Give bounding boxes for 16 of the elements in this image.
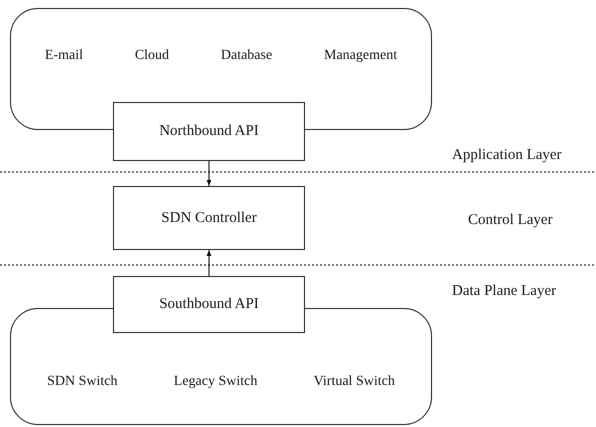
arrow bbox=[206, 250, 212, 276]
item-label: Database bbox=[220, 47, 272, 65]
item-label: Management bbox=[324, 47, 398, 65]
layer-label: Application Layer bbox=[452, 146, 562, 165]
layer-label: Data Plane Layer bbox=[452, 282, 556, 301]
rounded-container bbox=[10, 308, 432, 425]
item-label: Virtual Switch bbox=[314, 373, 395, 391]
layer-label: Control Layer bbox=[468, 211, 553, 230]
process-box: Southbound API bbox=[113, 276, 305, 333]
arrow bbox=[206, 160, 212, 186]
item-label: E-mail bbox=[44, 47, 84, 65]
process-box: SDN Controller bbox=[113, 186, 305, 250]
item-label: Legacy Switch bbox=[174, 373, 258, 391]
item-label: Cloud bbox=[134, 47, 170, 65]
item-label: SDN Switch bbox=[47, 373, 118, 391]
process-box: Northbound API bbox=[113, 102, 305, 161]
